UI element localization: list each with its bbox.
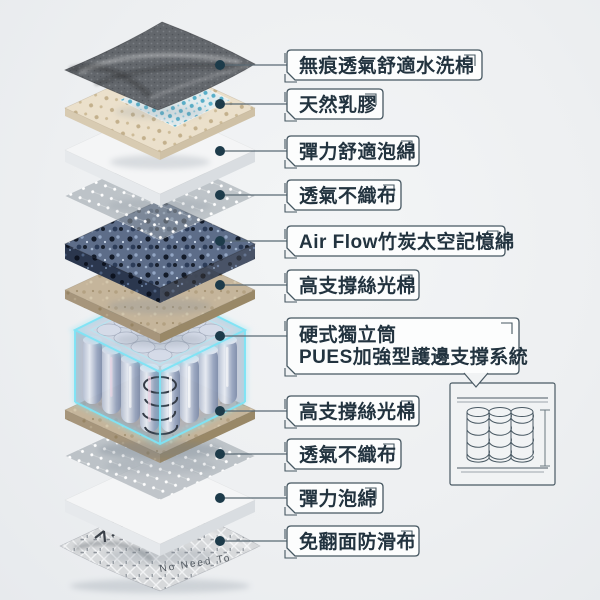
callouts bbox=[215, 60, 288, 546]
callout-dot-bounce-foam bbox=[215, 493, 225, 503]
shadow bbox=[115, 105, 205, 119]
shadow bbox=[110, 155, 210, 169]
label-text: 透氣不織布 bbox=[299, 443, 397, 466]
label-text: 彈力舒適泡綿 bbox=[299, 140, 416, 163]
label-text: 天然乳膠 bbox=[299, 93, 377, 116]
callout-dot-pocket-spring bbox=[215, 331, 225, 341]
layer-airflow-charcoal-memory-foam bbox=[64, 199, 256, 303]
labels: 無痕透氣舒適水洗棉 天然乳膠 彈力舒適泡綿 透氣不織布 Air Flow竹炭太空… bbox=[284, 49, 528, 559]
label-washable-cotton: 無痕透氣舒適水洗棉 bbox=[284, 49, 483, 83]
shadow bbox=[108, 298, 212, 314]
shadow bbox=[105, 458, 215, 474]
layer-stack: No Need To bbox=[59, 21, 261, 593]
label-text: 透氣不織布 bbox=[299, 184, 397, 207]
label-text: 無痕透氣舒適水洗棉 bbox=[299, 54, 475, 77]
callout-dot-nonwoven-top bbox=[215, 190, 225, 200]
callout-dot-memory-foam bbox=[215, 236, 225, 246]
callout-dot-washable-cotton bbox=[215, 60, 225, 70]
label-bounce-foam: 彈力泡綿 bbox=[284, 482, 384, 516]
label-memory-foam: Air Flow竹炭太空記憶綿 bbox=[284, 225, 514, 259]
callout-dot-silk-cotton-top bbox=[215, 280, 225, 290]
label-text: 高支撐絲光棉 bbox=[299, 274, 416, 297]
measure-line bbox=[540, 409, 550, 467]
callout-dot-anti-slip bbox=[215, 536, 225, 546]
callout-dot-natural-latex bbox=[215, 99, 225, 109]
label-silk-cotton-top: 高支撐絲光棉 bbox=[284, 269, 420, 303]
label-natural-latex: 天然乳膠 bbox=[284, 88, 384, 122]
label-text-line1: 硬式獨立筒 bbox=[299, 323, 397, 346]
label-nonwoven-bottom: 透氣不織布 bbox=[284, 438, 402, 472]
label-text: 免翻面防滑布 bbox=[299, 530, 416, 553]
label-anti-slip: 免翻面防滑布 bbox=[284, 525, 420, 559]
label-pocket-spring: 硬式獨立筒 PUES加強型護邊支撐系統 bbox=[284, 317, 528, 377]
spring-detail-box bbox=[449, 372, 556, 486]
label-nonwoven-top: 透氣不織布 bbox=[284, 179, 402, 213]
label-comfort-foam: 彈力舒適泡綿 bbox=[284, 135, 420, 169]
label-text: 彈力泡綿 bbox=[299, 487, 377, 510]
label-text-line2: PUES加強型護邊支撐系統 bbox=[299, 345, 528, 368]
label-text: 高支撐絲光棉 bbox=[299, 400, 416, 423]
callout-dot-silk-cotton-bottom bbox=[215, 406, 225, 416]
highlights bbox=[110, 347, 229, 422]
label-silk-cotton-bottom: 高支撐絲光棉 bbox=[284, 395, 420, 429]
label-text: Air Flow竹炭太空記憶綿 bbox=[299, 230, 514, 253]
callout-dot-nonwoven-bottom bbox=[215, 449, 225, 459]
callout-tail bbox=[463, 372, 489, 388]
shadow bbox=[98, 441, 222, 459]
callout-dot-comfort-foam bbox=[215, 146, 225, 156]
layer-washable-cotton bbox=[64, 21, 256, 111]
